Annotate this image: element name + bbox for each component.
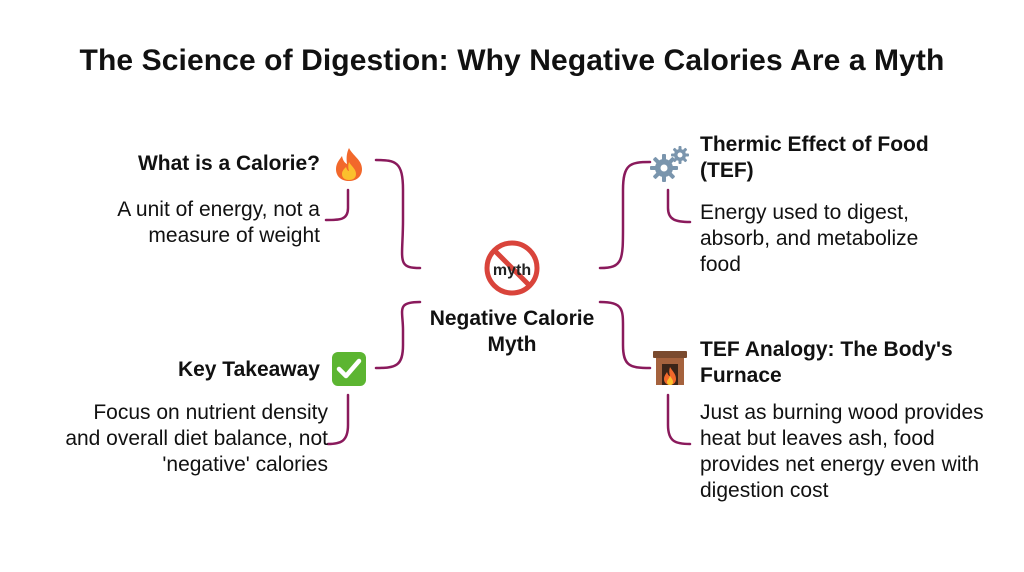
calorie-body-line2: measure of weight	[148, 224, 320, 247]
calorie-body: A unit of energy, not a measure of weigh…	[60, 197, 320, 249]
analogy-body-line3: provides net energy even with	[700, 453, 979, 476]
tef-heading-line2: (TEF)	[700, 159, 754, 182]
connector-takeaway-body	[326, 393, 350, 446]
fire-icon	[336, 148, 362, 181]
center-node-label: Negative Calorie Myth	[412, 306, 612, 358]
takeaway-body: Focus on nutrient density and overall di…	[28, 400, 328, 478]
center-label-line2: Myth	[487, 333, 537, 356]
connector-calorie-body	[324, 188, 350, 222]
analogy-body-line2: heat but leaves ash, food	[700, 427, 935, 450]
prohibited-myth-icon: myth	[484, 240, 540, 296]
analogy-body: Just as burning wood provides heat but l…	[700, 400, 1020, 504]
tef-body: Energy used to digest, absorb, and metab…	[700, 200, 980, 278]
connector-center-calorie	[374, 158, 422, 270]
takeaway-body-line1: Focus on nutrient density	[93, 401, 328, 424]
tef-heading-line1: Thermic Effect of Food	[700, 133, 929, 156]
calorie-heading: What is a Calorie?	[137, 152, 320, 175]
connector-center-analogy	[598, 300, 652, 370]
gears-icon	[650, 146, 689, 182]
connector-center-takeaway	[374, 300, 422, 370]
connector-center-tef	[598, 160, 652, 270]
analogy-heading: TEF Analogy: The Body's Furnace	[700, 337, 1000, 389]
takeaway-body-line3: 'negative' calories	[162, 453, 328, 476]
analogy-body-line1: Just as burning wood provides	[700, 401, 984, 424]
tef-body-line2: absorb, and metabolize	[700, 227, 919, 250]
tef-body-line3: food	[700, 253, 741, 276]
analogy-heading-line2: Furnace	[700, 364, 782, 387]
myth-label: myth	[493, 262, 531, 279]
calorie-body-line1: A unit of energy, not a	[117, 198, 320, 221]
analogy-body-line4: digestion cost	[700, 479, 829, 502]
check-mark-icon	[332, 352, 366, 386]
connector-tef-body	[666, 188, 692, 224]
center-label-line1: Negative Calorie	[429, 307, 595, 330]
diagram-title: The Science of Digestion: Why Negative C…	[79, 44, 945, 77]
takeaway-heading: Key Takeaway	[177, 358, 320, 381]
tef-body-line1: Energy used to digest,	[700, 201, 909, 224]
takeaway-body-line2: and overall diet balance, not	[65, 427, 328, 450]
analogy-heading-line1: TEF Analogy: The Body's	[700, 338, 953, 361]
connector-analogy-body	[666, 393, 692, 446]
fireplace-icon	[653, 351, 687, 385]
tef-heading: Thermic Effect of Food (TEF)	[700, 132, 980, 184]
